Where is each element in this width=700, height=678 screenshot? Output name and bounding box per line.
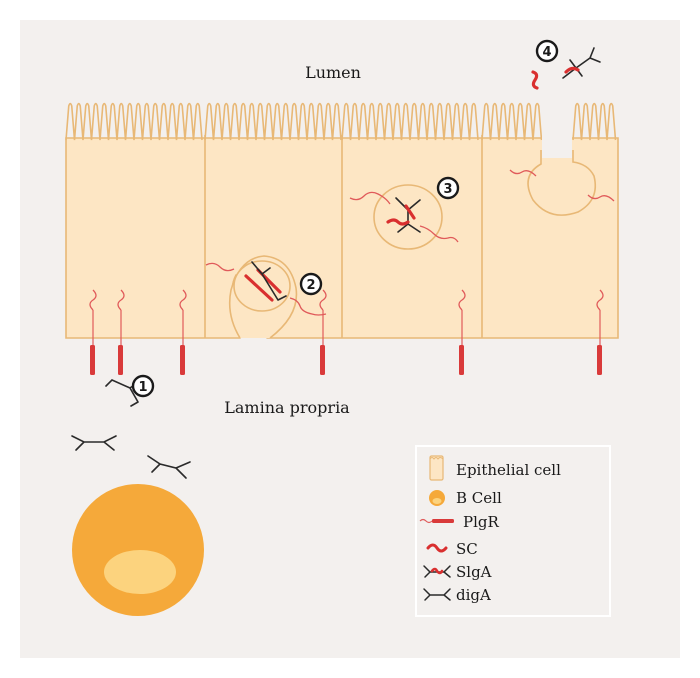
step-4-marker: 4 (535, 39, 559, 63)
legend-item-b-cell: B Cell (429, 489, 502, 507)
legend-label: PlgR (463, 513, 499, 531)
legend-label: B Cell (456, 489, 502, 507)
legend-item-sliga: SlgA (423, 563, 492, 581)
legend-label: digA (456, 586, 491, 604)
legend-item-epithelial-cell: Epithelial cell (429, 455, 561, 481)
step-4-number: 4 (542, 45, 551, 60)
lumen-label: Lumen (305, 63, 361, 82)
epithelial-cell-icon (429, 455, 444, 481)
plgr-receptor (179, 289, 187, 375)
legend-item-sc: SC (426, 540, 478, 558)
b-cell-body (72, 484, 204, 616)
diga-molecule (71, 435, 117, 451)
step-1-marker: 1 (131, 374, 155, 398)
step-1-diga-binding (105, 379, 139, 407)
plgr-receptor (596, 289, 604, 375)
legend-box (415, 445, 611, 617)
epithelial-layer (65, 102, 619, 339)
legend-item-plgr: PlgR (419, 513, 499, 531)
basal-receptors (89, 289, 604, 375)
exocytosis-tails (509, 169, 615, 202)
sliga-icon (423, 565, 451, 578)
endocytic-vesicle (233, 260, 291, 312)
exocytosis-gap (542, 128, 572, 158)
diga-molecule (147, 455, 191, 479)
free-diga-molecules (71, 435, 191, 479)
legend-label: SlgA (456, 563, 492, 581)
diga-icon (423, 588, 451, 601)
plgr-receptor (458, 289, 466, 375)
sc-icon (426, 543, 448, 553)
legend: Epithelial cell B Cell PlgR SC (415, 445, 611, 617)
plgr-receptor (117, 289, 125, 375)
legend-item-diga: digA (423, 586, 491, 604)
plgr-icon (419, 518, 454, 524)
step-4-released (531, 47, 601, 90)
plgr-receptor (89, 289, 97, 375)
exocytosis-opening (527, 150, 597, 216)
b-cell-icon (429, 490, 445, 506)
lamina-propria-label: Lamina propria (224, 398, 350, 417)
step-2-number: 2 (306, 278, 315, 293)
microvilli-border (65, 102, 617, 141)
legend-label: Epithelial cell (456, 461, 561, 479)
plgr-receptor (319, 289, 327, 375)
b-cell (72, 484, 204, 616)
step-2-complex (205, 261, 327, 316)
step-3-complex (349, 191, 459, 243)
step-2-marker: 2 (299, 272, 323, 296)
legend-label: SC (456, 540, 478, 558)
step-3-number: 3 (443, 182, 452, 197)
b-cell-nucleus (104, 550, 176, 594)
step-3-marker: 3 (436, 176, 460, 200)
step-1-number: 1 (138, 380, 147, 395)
